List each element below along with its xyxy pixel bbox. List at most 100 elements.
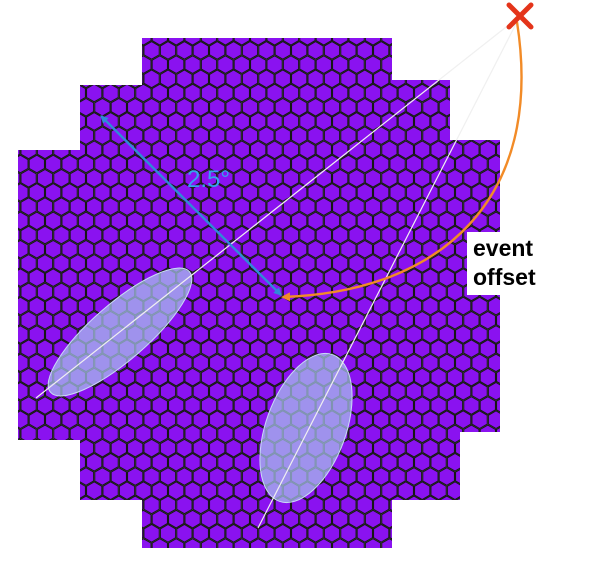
camera-pixel [372, 296, 390, 316]
camera-pixel [331, 83, 349, 103]
camera-pixel [53, 452, 70, 472]
camera-pixel [192, 495, 210, 515]
camera-pixel [184, 310, 201, 330]
camera-pixel [160, 13, 175, 31]
camera-pixel [405, 353, 423, 373]
camera-pixel [53, 481, 70, 501]
camera-pixel [422, 523, 439, 543]
camera-pixel [18, 324, 29, 344]
camera-pixel [479, 538, 497, 548]
camera-pixel [44, 466, 62, 486]
camera-pixel [36, 197, 54, 217]
camera-pixel [53, 538, 70, 548]
camera-pixel [456, 13, 471, 31]
camera-pixel [167, 367, 185, 387]
camera-pixel [233, 168, 251, 188]
camera-pixel [274, 239, 292, 259]
camera-pixel [135, 509, 152, 529]
camera-pixel [77, 438, 95, 458]
camera-pixel [381, 168, 398, 188]
camera-pixel [274, 126, 292, 146]
camera-pixel [110, 410, 128, 430]
camera-pixel [110, 523, 128, 543]
camera-pixel [44, 211, 62, 231]
camera-pixel [118, 197, 136, 217]
camera-pixel [28, 410, 46, 430]
camera-pixel [372, 438, 390, 458]
camera-pixel [381, 538, 398, 548]
camera-pixel [110, 239, 128, 259]
camera-pixel [562, 283, 577, 301]
camera-pixel [529, 169, 544, 187]
camera-pixel [430, 481, 447, 501]
camera-pixel [118, 395, 136, 415]
camera-pixel [266, 168, 283, 188]
camera-pixel [430, 452, 447, 472]
camera-pixel [94, 154, 111, 174]
camera-pixel [151, 367, 169, 387]
camera-pixel [513, 340, 528, 358]
camera-pixel [143, 523, 160, 543]
camera-pixel [266, 197, 283, 217]
camera-pixel [323, 211, 341, 231]
camera-pixel [126, 69, 144, 89]
camera-pixel [562, 311, 577, 329]
camera-pixel [538, 411, 553, 429]
camera-pixel [258, 523, 275, 543]
camera-pixel [430, 225, 447, 245]
camera-pixel [184, 481, 201, 501]
camera-pixel [479, 424, 497, 444]
camera-pixel [348, 452, 365, 472]
camera-pixel [29, 13, 44, 31]
camera-pixel [18, 509, 21, 529]
camera-pixel [538, 382, 553, 400]
camera-pixel [167, 339, 185, 359]
camera-pixel [570, 155, 585, 173]
camera-pixel [102, 140, 119, 160]
camera-pixel [176, 438, 193, 458]
camera-pixel [579, 56, 594, 74]
camera-pixel [200, 197, 218, 217]
camera-pixel [36, 424, 54, 444]
camera-pixel [53, 282, 70, 302]
camera-pixel [422, 211, 439, 231]
camera-pixel [438, 466, 456, 486]
camera-pixel [258, 182, 275, 202]
camera-pixel [495, 83, 500, 103]
camera-pixel [18, 197, 21, 217]
camera-pixel [529, 397, 544, 415]
camera-pixel [102, 538, 119, 548]
camera-pixel [413, 424, 431, 444]
camera-pixel [118, 509, 136, 529]
camera-pixel [579, 539, 594, 557]
camera-pixel [159, 523, 177, 543]
camera-pixel [249, 253, 267, 273]
camera-pixel [274, 211, 292, 231]
camera-pixel [438, 97, 456, 117]
camera-pixel [184, 424, 201, 444]
camera-pixel [282, 140, 300, 160]
camera-pixel [36, 83, 54, 103]
camera-pixel [200, 395, 218, 415]
camera-pixel [143, 353, 160, 373]
camera-pixel [118, 452, 136, 472]
camera-pixel [61, 211, 78, 231]
camera-pixel [94, 523, 111, 543]
camera-pixel [554, 496, 569, 514]
camera-pixel [85, 481, 103, 501]
camera-pixel [570, 184, 585, 202]
camera-pixel [372, 523, 390, 543]
camera-pixel [61, 69, 78, 89]
camera-pixel [340, 40, 357, 60]
camera-pixel [102, 253, 119, 273]
camera-pixel [282, 310, 300, 330]
camera-pixel [102, 38, 119, 46]
camera-pixel [521, 326, 536, 344]
camera-pixel [413, 481, 431, 501]
camera-pixel [331, 197, 349, 217]
camera-pixel [570, 98, 585, 116]
camera-pixel [217, 395, 234, 415]
camera-pixel [479, 83, 497, 103]
camera-pixel [463, 140, 480, 160]
camera-pixel [18, 83, 21, 103]
